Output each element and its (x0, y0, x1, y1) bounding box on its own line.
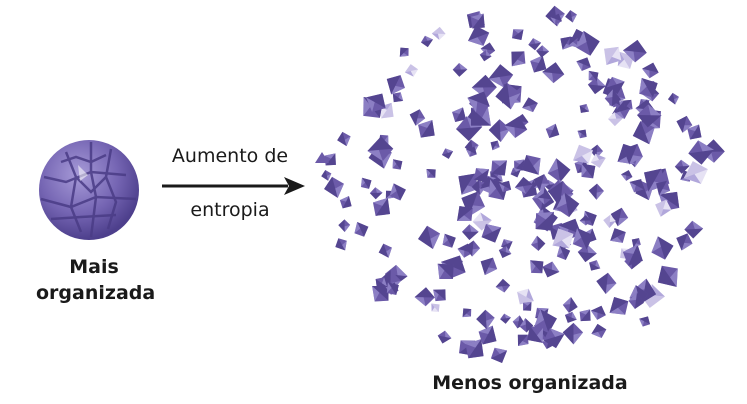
label-line-2: organizada (36, 282, 156, 304)
label-line-1: Mais (69, 256, 119, 278)
arrow-label-top: Aumento de (171, 145, 289, 167)
right-arrow-icon (162, 177, 305, 195)
arrow-label-bottom: entropia (190, 199, 270, 221)
more-organized-label: Mais organizada (36, 254, 156, 306)
ordered-crystal-sphere (39, 140, 139, 240)
less-organized-label: Menos organizada (432, 372, 628, 394)
